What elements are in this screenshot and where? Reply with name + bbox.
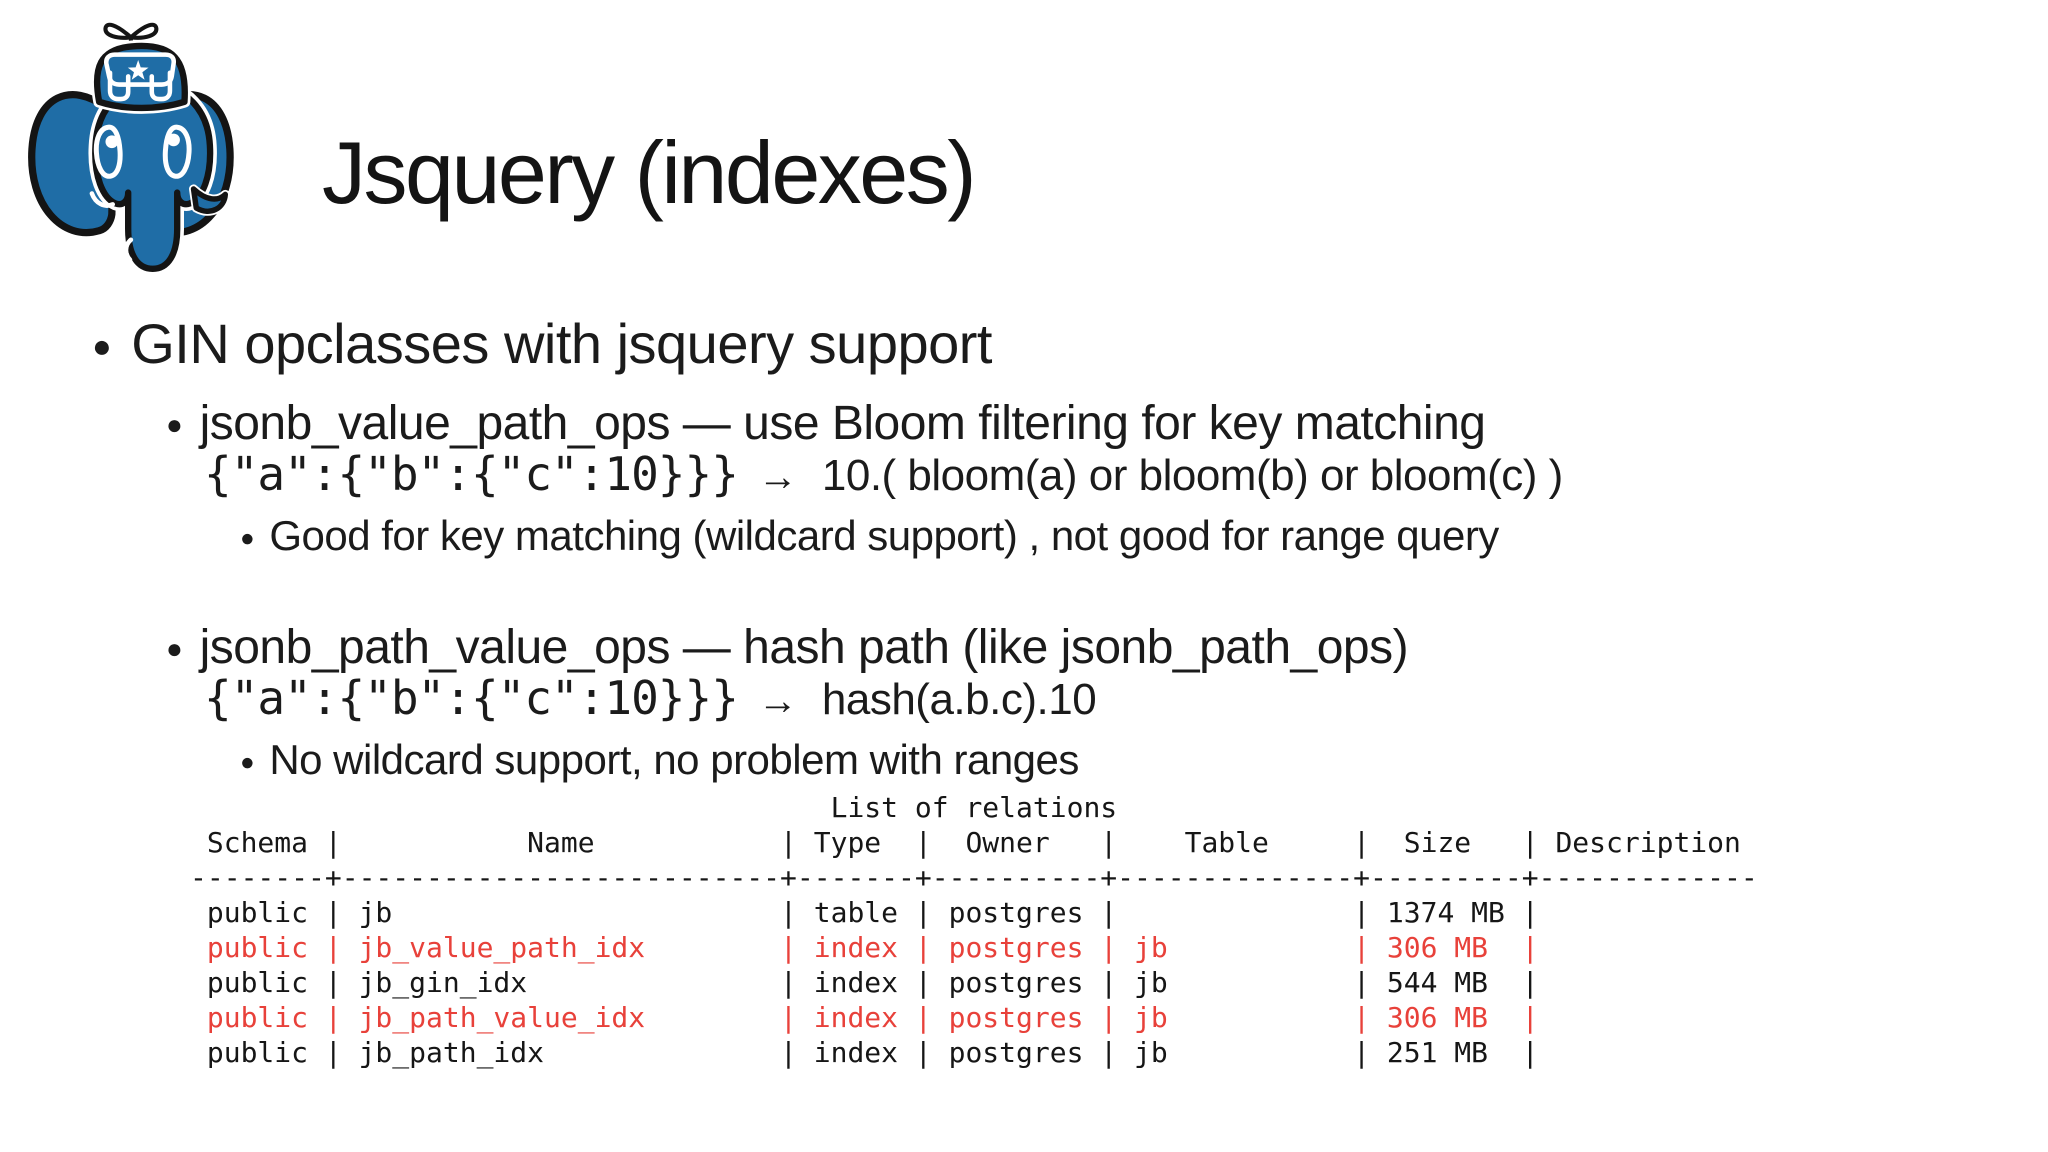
relations-row: public | jb_path_idx | index | postgres … (190, 1036, 1758, 1069)
note-wildcard-text: No wildcard support, no problem with ran… (269, 736, 1079, 783)
bullet-jsonb-value-path-ops: ● jsonb_value_path_ops — use Bloom filter… (166, 396, 1486, 451)
bullet-gin-opclasses-text: GIN opclasses with jsquery support (131, 312, 992, 375)
bullet-jsonb-value-path-ops-text: jsonb_value_path_ops — use Bloom filteri… (199, 397, 1486, 450)
bullet-dot-icon: ● (240, 524, 255, 552)
bullet-jsonb-path-value-ops-text: jsonb_path_value_ops — hash path (like j… (199, 621, 1409, 674)
relations-row: --------+--------------------------+----… (190, 861, 1758, 894)
left-eye (93, 124, 123, 179)
slide-title: Jsquery (indexes) (322, 123, 977, 222)
code-json-example: {"a":{"b":{"c":10}}} (204, 671, 739, 725)
relations-row: Schema | Name | Type | Owner | Table | S… (190, 826, 1758, 859)
note-key-matching-text: Good for key matching (wildcard support)… (269, 512, 1499, 559)
code-line-bloom: {"a":{"b":{"c":10}}} → 10.( bloom(a) or bl… (204, 448, 1563, 502)
bullet-dot-icon: ● (166, 633, 183, 664)
bullet-jsonb-path-value-ops: ● jsonb_path_value_ops — hash path (like … (166, 620, 1409, 675)
right-eye (162, 124, 192, 179)
relations-table: List of relations Schema | Name | Type |… (190, 790, 1758, 1070)
note-key-matching: ● Good for key matching (wildcard support… (240, 512, 1499, 560)
bullet-dot-icon: ● (240, 748, 255, 776)
code-bloom-result: 10.( bloom(a) or bloom(b) or bloom(c) ) (821, 451, 1563, 500)
bullet-dot-icon: ● (166, 409, 183, 440)
postgresql-elephant-ushanka-logo (28, 22, 234, 276)
star-icon (127, 60, 149, 80)
relations-row: public | jb | table | postgres | | 1374 … (190, 896, 1758, 929)
code-json-example: {"a":{"b":{"c":10}}} (204, 447, 739, 501)
relations-row: List of relations (190, 791, 1758, 824)
relations-row-highlighted: public | jb_value_path_idx | index | pos… (190, 931, 1758, 964)
arrow-icon: → (757, 679, 798, 723)
tusk (190, 186, 229, 214)
relations-row: public | jb_gin_idx | index | postgres |… (190, 966, 1758, 999)
relations-row-highlighted: public | jb_path_value_idx | index | pos… (190, 1001, 1758, 1034)
bullet-dot-icon: ● (92, 328, 112, 365)
arrow-icon: → (757, 455, 798, 499)
code-hash-result: hash(a.b.c).10 (821, 675, 1097, 724)
bullet-gin-opclasses: ● GIN opclasses with jsquery support (92, 312, 992, 376)
note-wildcard: ● No wildcard support, no problem with ra… (240, 736, 1079, 784)
code-line-hash: {"a":{"b":{"c":10}}} → hash(a.b.c).10 (204, 671, 1097, 726)
